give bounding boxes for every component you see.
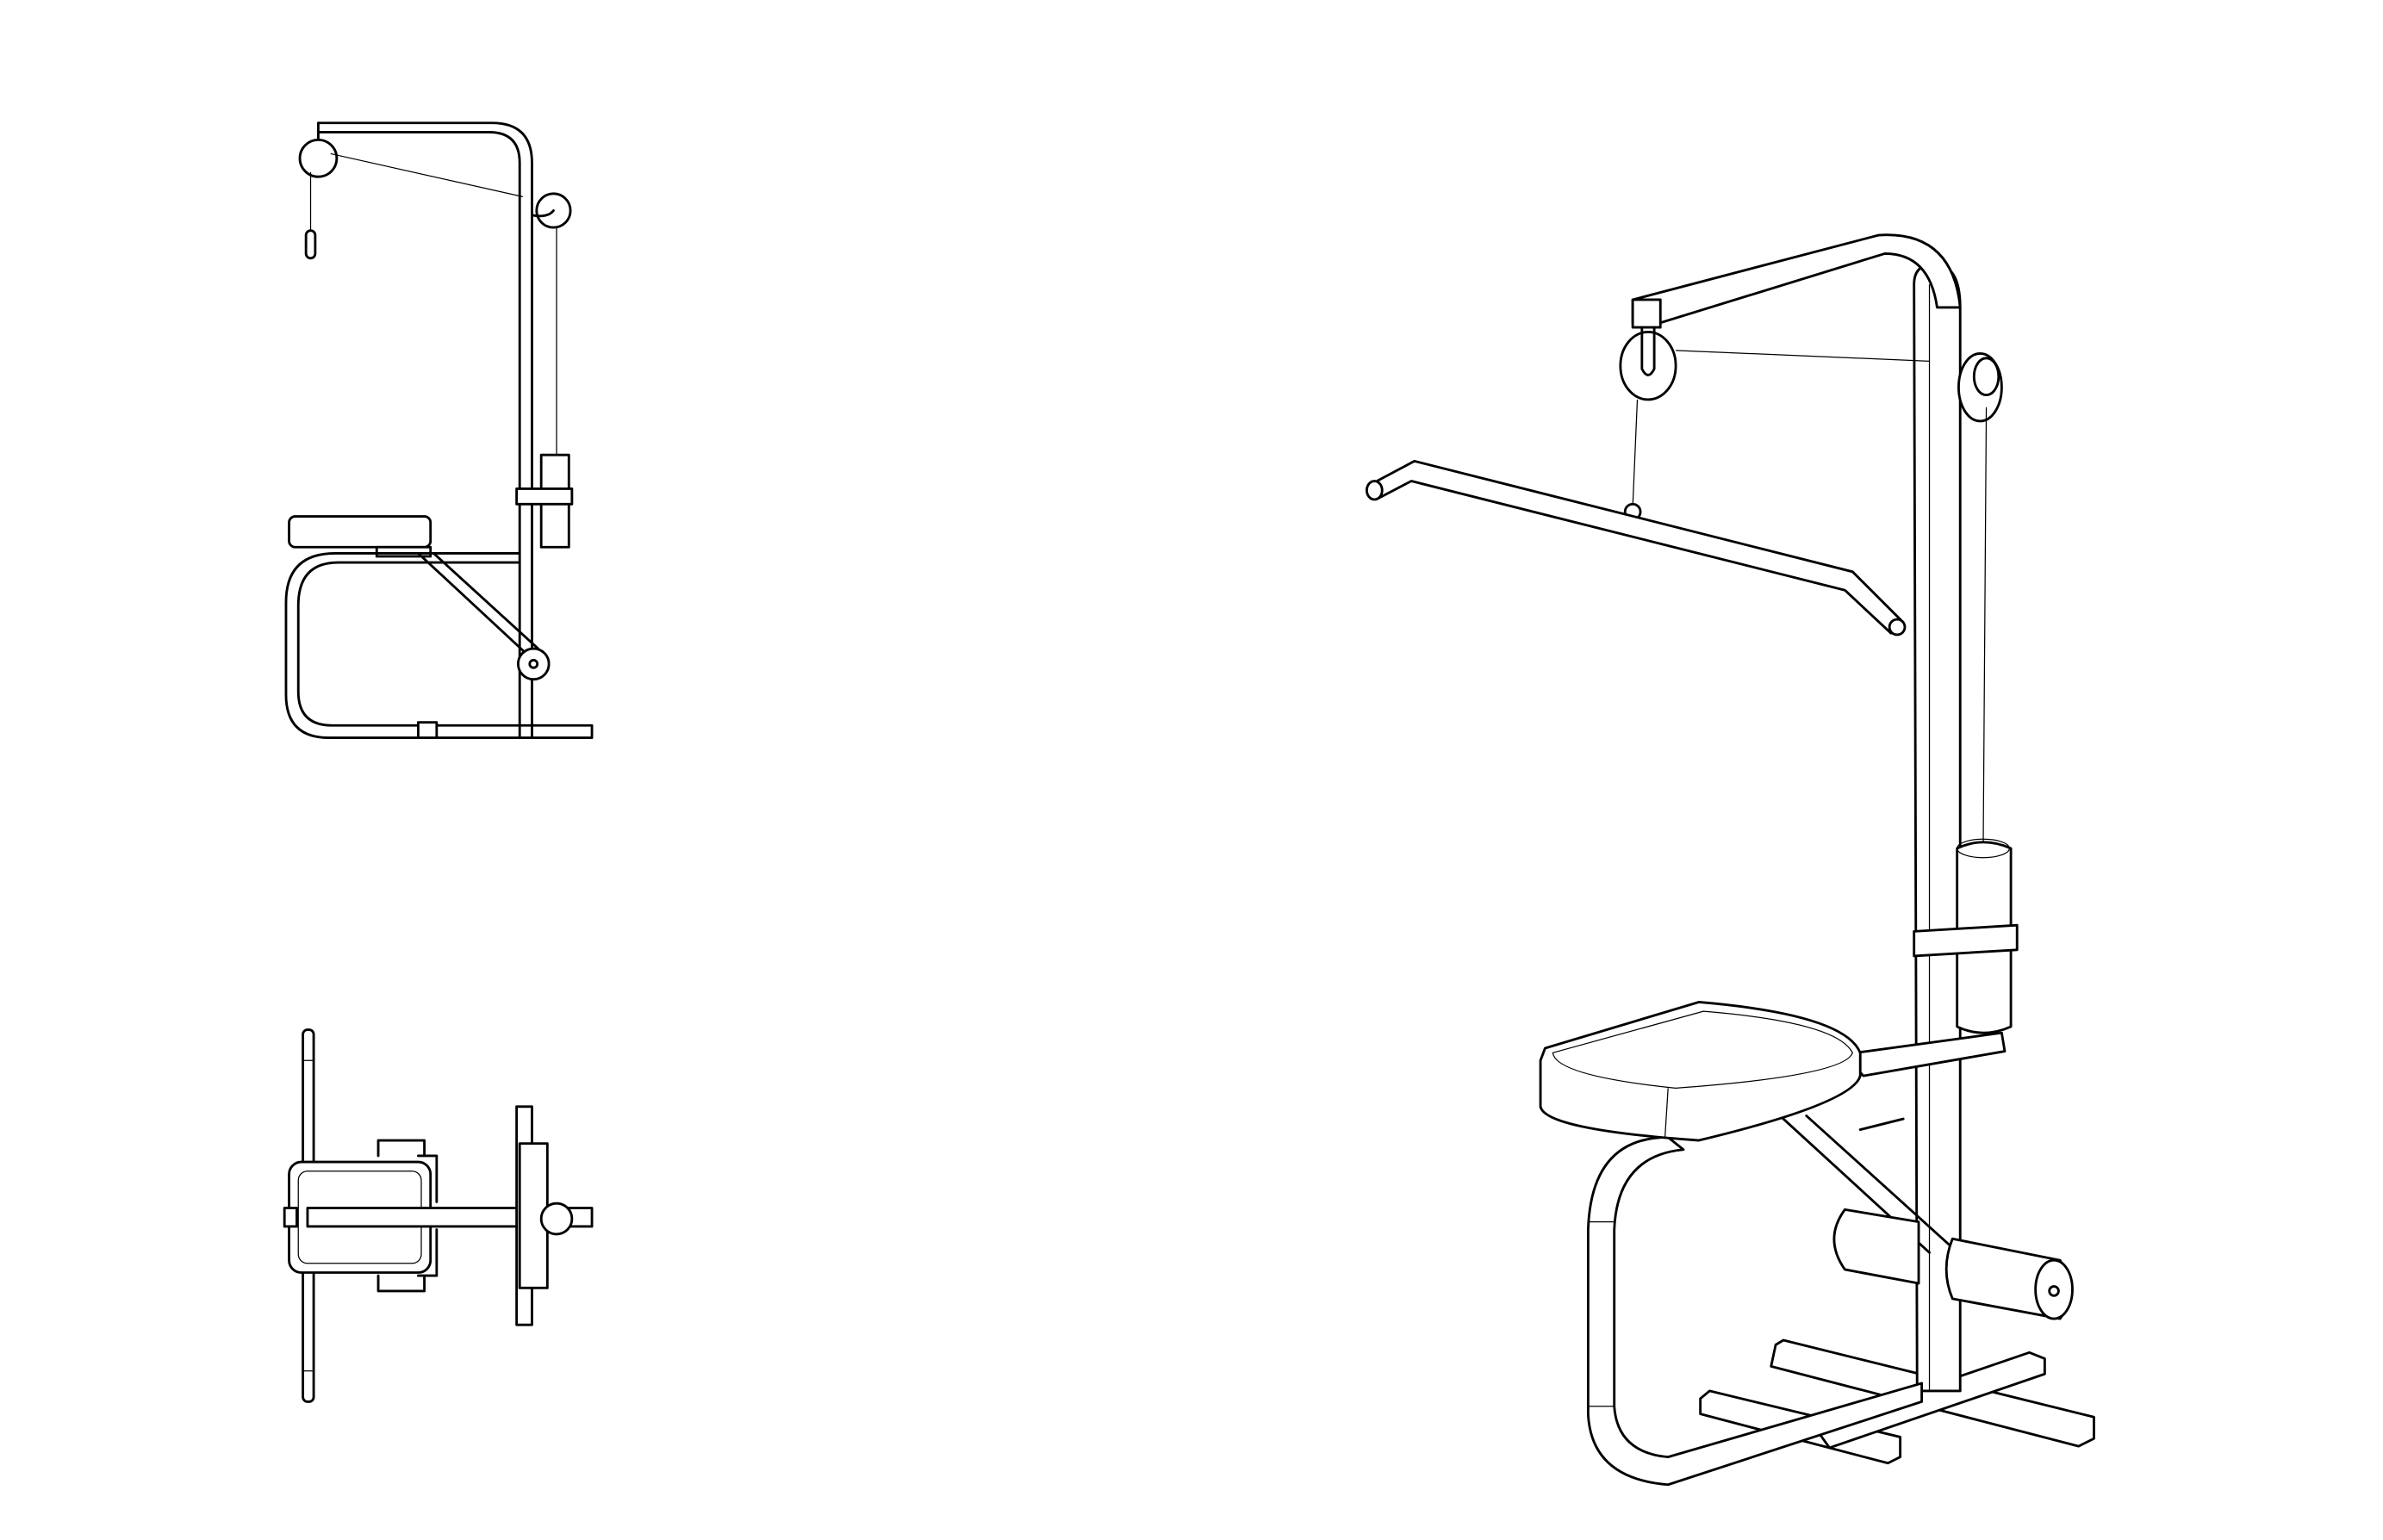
top-view [283,1028,594,1403]
top-arm [1631,233,1962,325]
lat-bar [1366,459,1905,635]
frame-loop [1586,1136,1924,1487]
side-handle [304,229,317,260]
side-seat [288,515,432,549]
top-pulley [1619,331,1677,401]
rear-roller [1832,1208,1920,1285]
side-view [284,121,594,739]
top-rear-pulley [539,1202,574,1236]
side-cable-top [330,152,523,198]
side-leg-roller-hub [528,658,539,669]
top-pulley-slot [1640,326,1656,376]
main-post [1913,263,1962,1393]
side-rear-hook [531,209,555,218]
side-seat-base [375,545,432,558]
side-weight-clamp [515,487,574,506]
cable-top [1676,350,1930,362]
perspective-view [1365,233,2095,1487]
side-top-pulley [298,138,339,178]
cable-weight [1982,407,1988,846]
side-top-bar [317,121,533,739]
side-foot-block [417,721,439,739]
base-cross-diag [1813,1351,2046,1450]
top-arm-cap [1631,298,1662,329]
weight-clamp [1913,923,2019,958]
seat [1539,1001,1862,1142]
top-front-cap [283,1207,298,1228]
top-leg-rollers [376,1139,439,1293]
cable-bar [1632,399,1639,507]
side-leg-arm [417,551,540,655]
side-frame-loop [284,551,594,739]
